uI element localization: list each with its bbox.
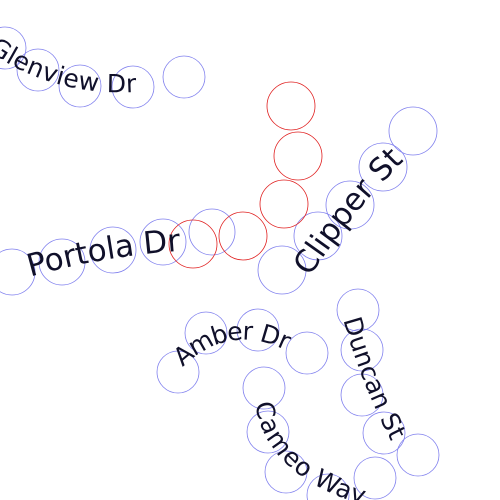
street-label-portola-dr[interactable]: Portola Dr <box>23 222 182 284</box>
anchor-circle <box>353 456 397 500</box>
cameo-anchor-circles <box>242 366 397 500</box>
anchor-circle <box>139 218 187 266</box>
anchor-circle <box>388 106 438 156</box>
highlight-circle <box>259 179 309 229</box>
anchor-circle <box>184 311 228 355</box>
highlight-circle <box>168 219 218 269</box>
highlight-circle <box>218 211 268 261</box>
street-label-glenview-text: Glenview Dr <box>0 32 137 99</box>
anchor-circle <box>58 64 102 108</box>
label-anchor-circles <box>0 26 440 500</box>
anchor-circle <box>285 331 329 375</box>
street-labels: Glenview Dr Portola Dr Clipper St Amber … <box>0 32 412 500</box>
highlight-circle <box>266 81 316 131</box>
amber-anchor-circles <box>156 308 329 394</box>
anchor-circle <box>325 180 375 230</box>
anchor-circle <box>340 373 384 417</box>
duncan-anchor-circles <box>336 288 440 477</box>
street-label-glenview-dr[interactable]: Glenview Dr <box>0 32 137 99</box>
anchor-circle <box>264 450 308 494</box>
street-label-clipper-text: Clipper St <box>286 140 409 281</box>
anchor-circle <box>236 308 280 352</box>
anchor-circle <box>336 288 380 332</box>
anchor-circle <box>188 208 236 256</box>
street-label-portola-text: Portola Dr <box>23 222 182 284</box>
highlighted-anchor-circles <box>168 81 323 269</box>
glenview-anchor-circles <box>0 26 206 109</box>
highlight-circle <box>273 131 323 181</box>
anchor-circle <box>246 410 290 454</box>
anchor-circle <box>111 65 155 109</box>
anchor-circle <box>340 328 384 372</box>
anchor-circle <box>396 433 440 477</box>
anchor-circle <box>242 366 286 410</box>
street-label-clipper-st[interactable]: Clipper St <box>286 140 409 281</box>
anchor-circle <box>257 245 307 295</box>
portola-anchor-circles <box>0 208 236 296</box>
anchor-circle <box>0 248 36 296</box>
anchor-circle <box>358 142 408 192</box>
anchor-circle <box>293 211 343 261</box>
anchor-circle <box>16 48 60 92</box>
anchor-circle <box>306 473 350 500</box>
anchor-circle <box>38 238 86 286</box>
anchor-circle <box>162 55 206 99</box>
anchor-circle <box>362 411 406 455</box>
anchor-circle <box>156 350 200 394</box>
anchor-circle <box>0 26 27 70</box>
clipper-anchor-circles <box>257 106 438 295</box>
anchor-circle <box>89 226 137 274</box>
